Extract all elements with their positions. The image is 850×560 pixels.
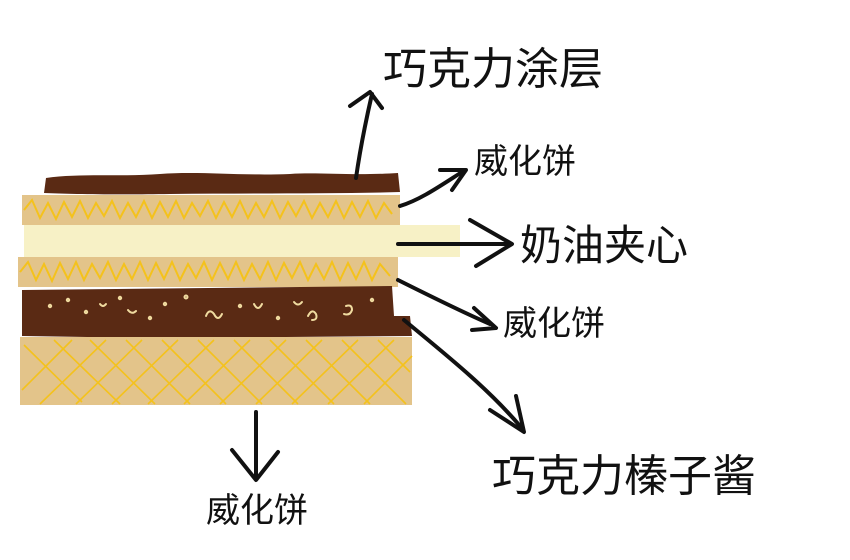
arrow-to-wafer-top	[398, 168, 468, 208]
label-chocolate-coating: 巧克力涂层	[383, 44, 603, 95]
wafer-top-pattern	[23, 198, 393, 222]
wafer-top-layer	[22, 195, 400, 225]
chocolate-coating-layer	[44, 173, 400, 195]
wafer-bottom-pattern	[21, 339, 413, 405]
label-wafer-top: 威化饼	[474, 142, 576, 182]
arrow-to-cream-filling	[396, 218, 514, 268]
label-cream-filling: 奶油夹心	[520, 221, 689, 270]
wafer-middle-pattern	[19, 259, 391, 284]
label-hazelnut-spread: 巧克力榛子酱	[492, 451, 756, 502]
cream-filling-layer	[24, 225, 460, 257]
arrow-to-hazelnut-spread	[402, 318, 526, 434]
label-wafer-bottom: 威化饼	[206, 491, 308, 531]
hazelnut-spread-layer	[22, 286, 412, 338]
arrow-to-chocolate-coating	[348, 90, 384, 180]
arrow-to-wafer-middle	[396, 278, 498, 332]
hazelnut-speckles	[47, 294, 375, 321]
arrow-to-wafer-bottom	[230, 410, 280, 482]
label-wafer-middle: 威化饼	[503, 304, 605, 344]
